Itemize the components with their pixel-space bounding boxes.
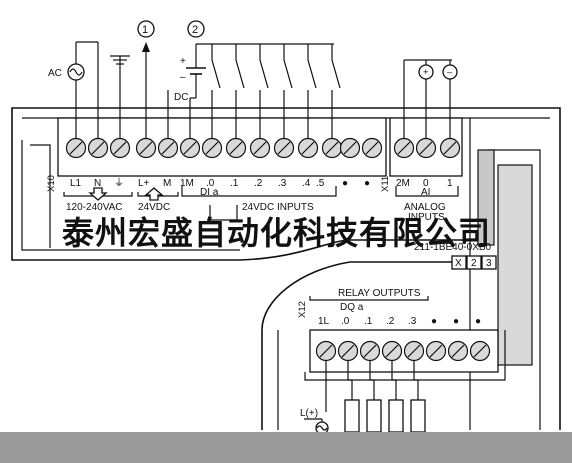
terminal-screws-bottom <box>315 340 491 362</box>
x11-connector-label: X11 <box>380 176 391 192</box>
x10-connector-label: X10 <box>46 175 57 192</box>
x10-terminal-l1: L1 <box>70 178 82 189</box>
x11-title-line1: ANALOG <box>404 202 446 213</box>
x12-terminal-nc-3: ● <box>475 316 481 327</box>
version-box-3: 3 <box>486 258 492 269</box>
x10-terminal-1m: 1M <box>180 178 194 189</box>
x10-group-power-ac: 120-240VAC <box>66 202 123 213</box>
x11-terminal-1: 1 <box>447 178 453 189</box>
x10-terminal-3: .3 <box>278 178 287 189</box>
x11-terminal-2m: 2M <box>396 178 410 189</box>
version-box-group <box>451 255 497 270</box>
callout-2: 2 <box>192 24 198 36</box>
group-brackets-top <box>63 186 459 201</box>
callout-markers: 1 2 <box>137 20 205 38</box>
x10-terminal-lplus: L+ <box>138 178 150 189</box>
load-supply-label: L(+) <box>300 408 318 419</box>
dc-plus-label: + <box>180 56 186 67</box>
x10-group-inputs: 24VDC INPUTS <box>242 202 314 213</box>
x12-terminal-1l: 1L <box>318 316 330 327</box>
svg-text:–: – <box>447 67 453 78</box>
x11-title-line2: INPUTS <box>408 212 445 223</box>
x11-group-ai: AI <box>421 187 430 198</box>
terminal-screws-top <box>65 137 461 159</box>
svg-text:+: + <box>423 67 429 78</box>
x10-group-power-dc: 24VDC <box>138 202 170 213</box>
part-number: 211-1BE40-0XB0 <box>414 242 492 253</box>
x10-terminal-nc-2: ● <box>364 178 370 189</box>
x10-terminal-n: N <box>94 178 101 189</box>
x10-terminal-1: .1 <box>230 178 239 189</box>
x12-group-dq: DQ a <box>340 302 364 313</box>
dc-minus-label: – <box>180 72 186 83</box>
x12-terminal-2: .2 <box>386 316 395 327</box>
x12-terminal-nc-2: ● <box>453 316 459 327</box>
ac-label: AC <box>48 68 62 79</box>
x11-terminal-0: 0 <box>423 178 429 189</box>
x10-terminal-4: .4 <box>302 178 311 189</box>
x10-group-di: DI a <box>200 187 219 198</box>
x12-terminal-0: .0 <box>341 316 350 327</box>
x10-terminal-earth: ⏚ <box>114 177 124 189</box>
x10-terminal-5: .5 <box>316 178 325 189</box>
dc-label: DC <box>174 92 188 103</box>
x10-terminal-m: M <box>163 178 171 189</box>
version-box-x: X <box>455 258 462 269</box>
x12-terminal-1: .1 <box>364 316 373 327</box>
bottom-gray-strip <box>0 432 572 463</box>
x12-connector-label: X12 <box>297 301 308 318</box>
x10-terminal-0: .0 <box>206 178 215 189</box>
x10-terminal-nc-1: ● <box>342 178 348 189</box>
x10-terminal-2: .2 <box>254 178 263 189</box>
x12-title: RELAY OUTPUTS <box>338 288 421 299</box>
watermark: 泰州宏盛自动化科技有限公司 <box>62 215 491 251</box>
x12-terminal-3: .3 <box>408 316 417 327</box>
analog-input-sources: + – <box>403 59 458 148</box>
callout-1: 1 <box>142 24 148 36</box>
version-box-2: 2 <box>471 258 477 269</box>
x12-terminal-nc-1: ● <box>431 316 437 327</box>
